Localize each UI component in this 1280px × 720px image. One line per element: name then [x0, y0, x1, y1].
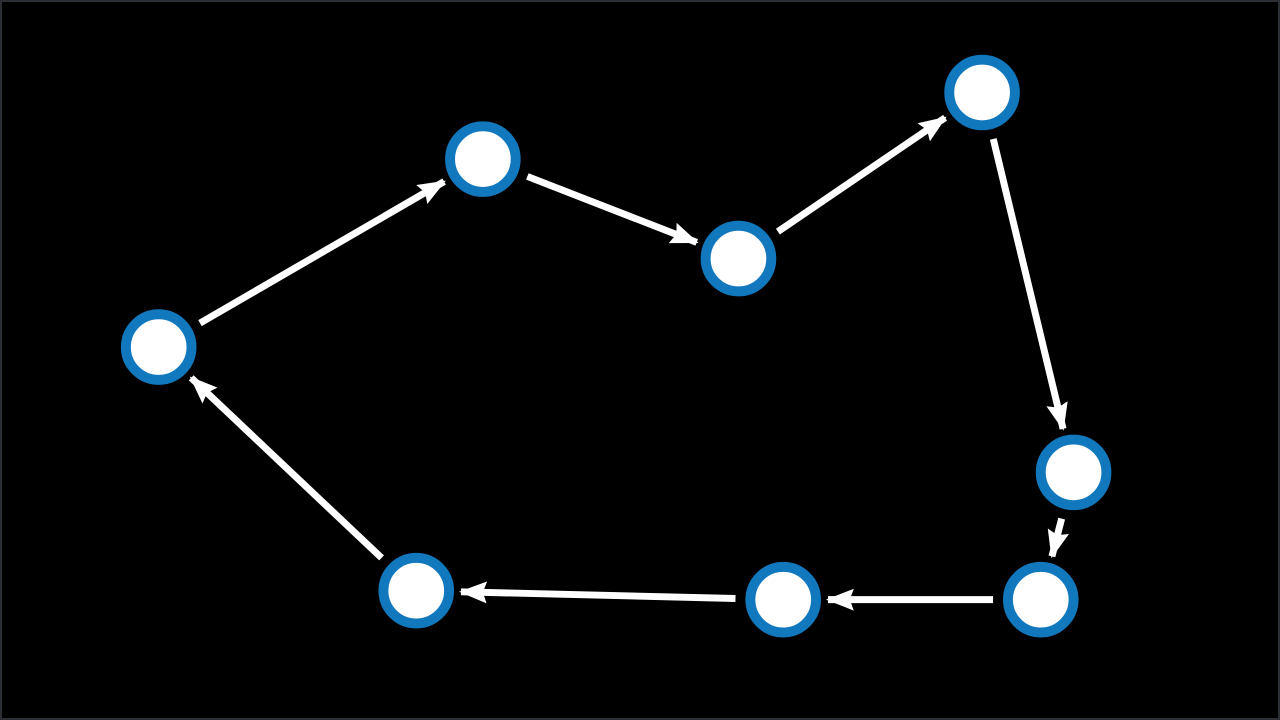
edges-layer — [188, 114, 1069, 611]
edge-7-8 — [458, 581, 736, 604]
node-6 — [1002, 561, 1079, 638]
nodes-layer — [120, 54, 1112, 638]
edge-5-6 — [1047, 517, 1069, 559]
edge-1-2 — [198, 178, 446, 327]
edge-8-1 — [188, 375, 384, 561]
node-1 — [120, 309, 197, 385]
edge-4-5 — [989, 138, 1068, 431]
node-2 — [445, 121, 521, 197]
node-4 — [944, 54, 1020, 131]
edge-3-4 — [775, 114, 948, 235]
node-5 — [1035, 434, 1112, 511]
node-3 — [700, 220, 777, 297]
node-7 — [745, 561, 821, 638]
edge-2-3 — [526, 173, 699, 246]
node-8 — [378, 552, 455, 629]
